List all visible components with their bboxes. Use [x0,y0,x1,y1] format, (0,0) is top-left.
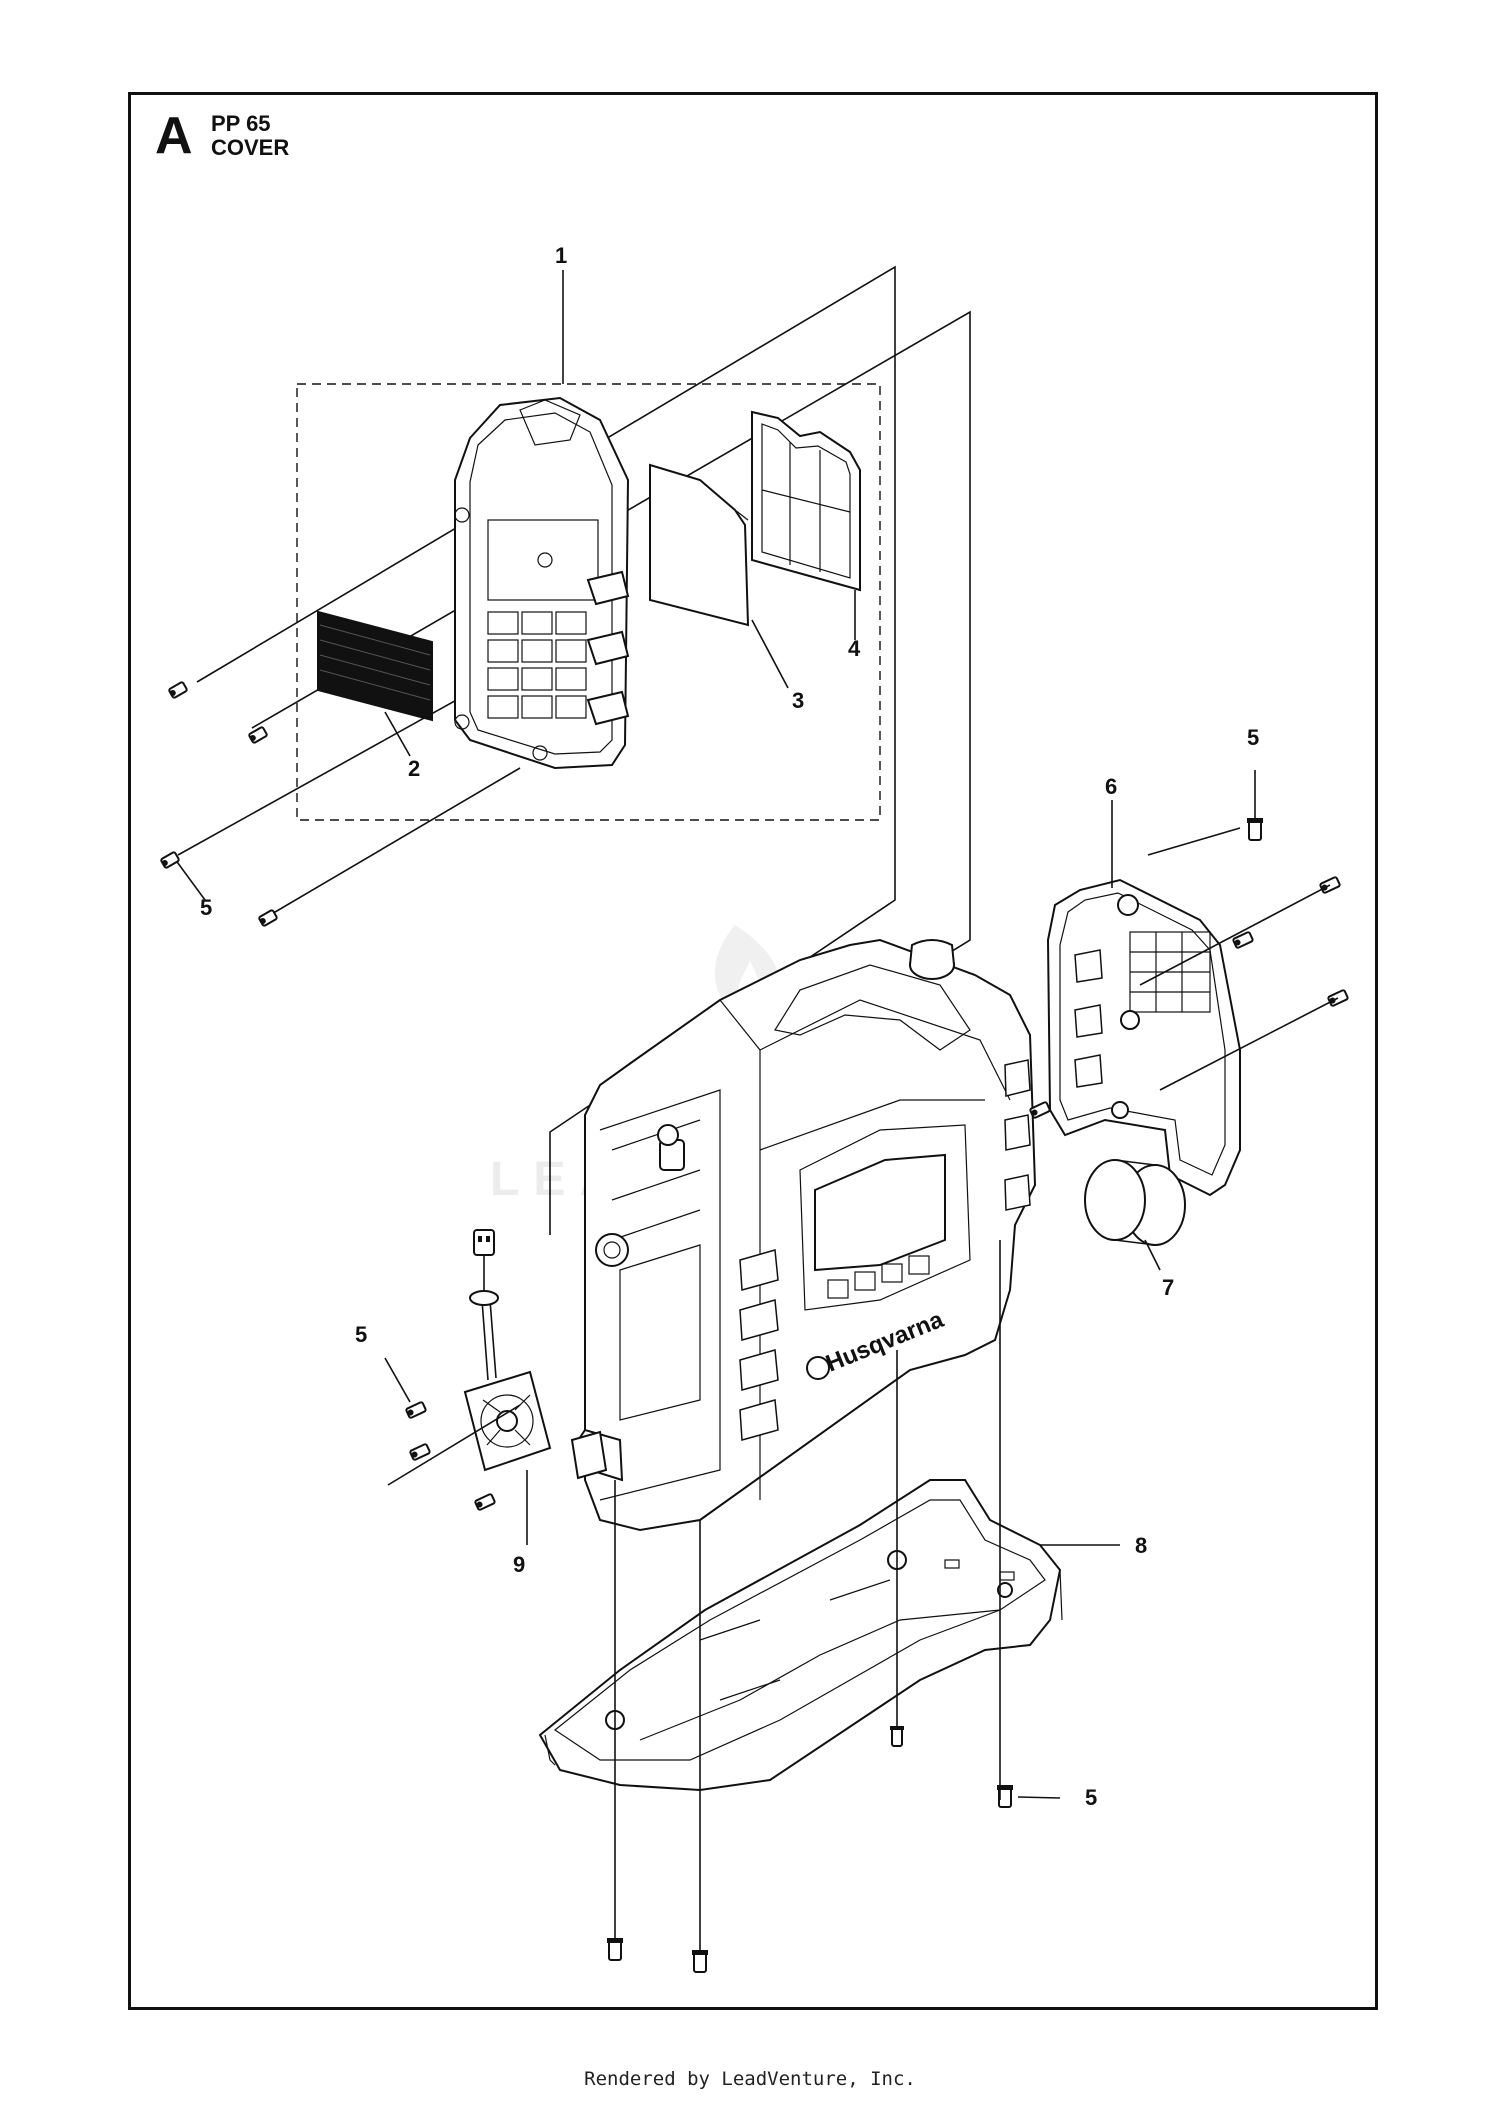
filter-pad-part [649,463,750,627]
side-cover-part [1046,878,1241,1197]
callout-2: 2 [408,756,420,781]
callout-4: 4 [848,636,861,661]
section-title: PP 65 COVER [211,112,289,160]
callout-5-fan: 5 [355,1322,367,1347]
assembly-name: COVER [211,135,290,160]
callout-9: 9 [513,1552,525,1577]
render-credit: Rendered by LeadVenture, Inc. [584,2068,916,2090]
callout-1: 1 [555,243,567,268]
callout-5-left: 5 [200,895,212,920]
base-tray-part [538,1479,1063,1792]
section-letter: A [155,107,193,165]
fan-part [463,1229,552,1545]
callout-5-top-right: 5 [1247,725,1259,750]
callout-8: 8 [1135,1533,1147,1558]
leader-lines [384,590,1339,1950]
callout-6: 6 [1105,774,1117,799]
callout-labels: 1 2 3 4 5 5 5 5 6 7 8 9 [200,243,1259,1810]
knob-cap-part [1084,1159,1186,1246]
screw-icon-group [160,681,278,927]
main-housing-part: Husqvarna [570,938,1037,1532]
kit-dashed-box [296,383,881,821]
callout-3: 3 [792,688,804,713]
diagram-frame [128,92,1378,2010]
callout-7: 7 [1162,1275,1174,1300]
callout-5-bottom: 5 [1085,1785,1097,1810]
front-cover-part [454,396,630,770]
model-name: PP 65 [211,111,271,136]
